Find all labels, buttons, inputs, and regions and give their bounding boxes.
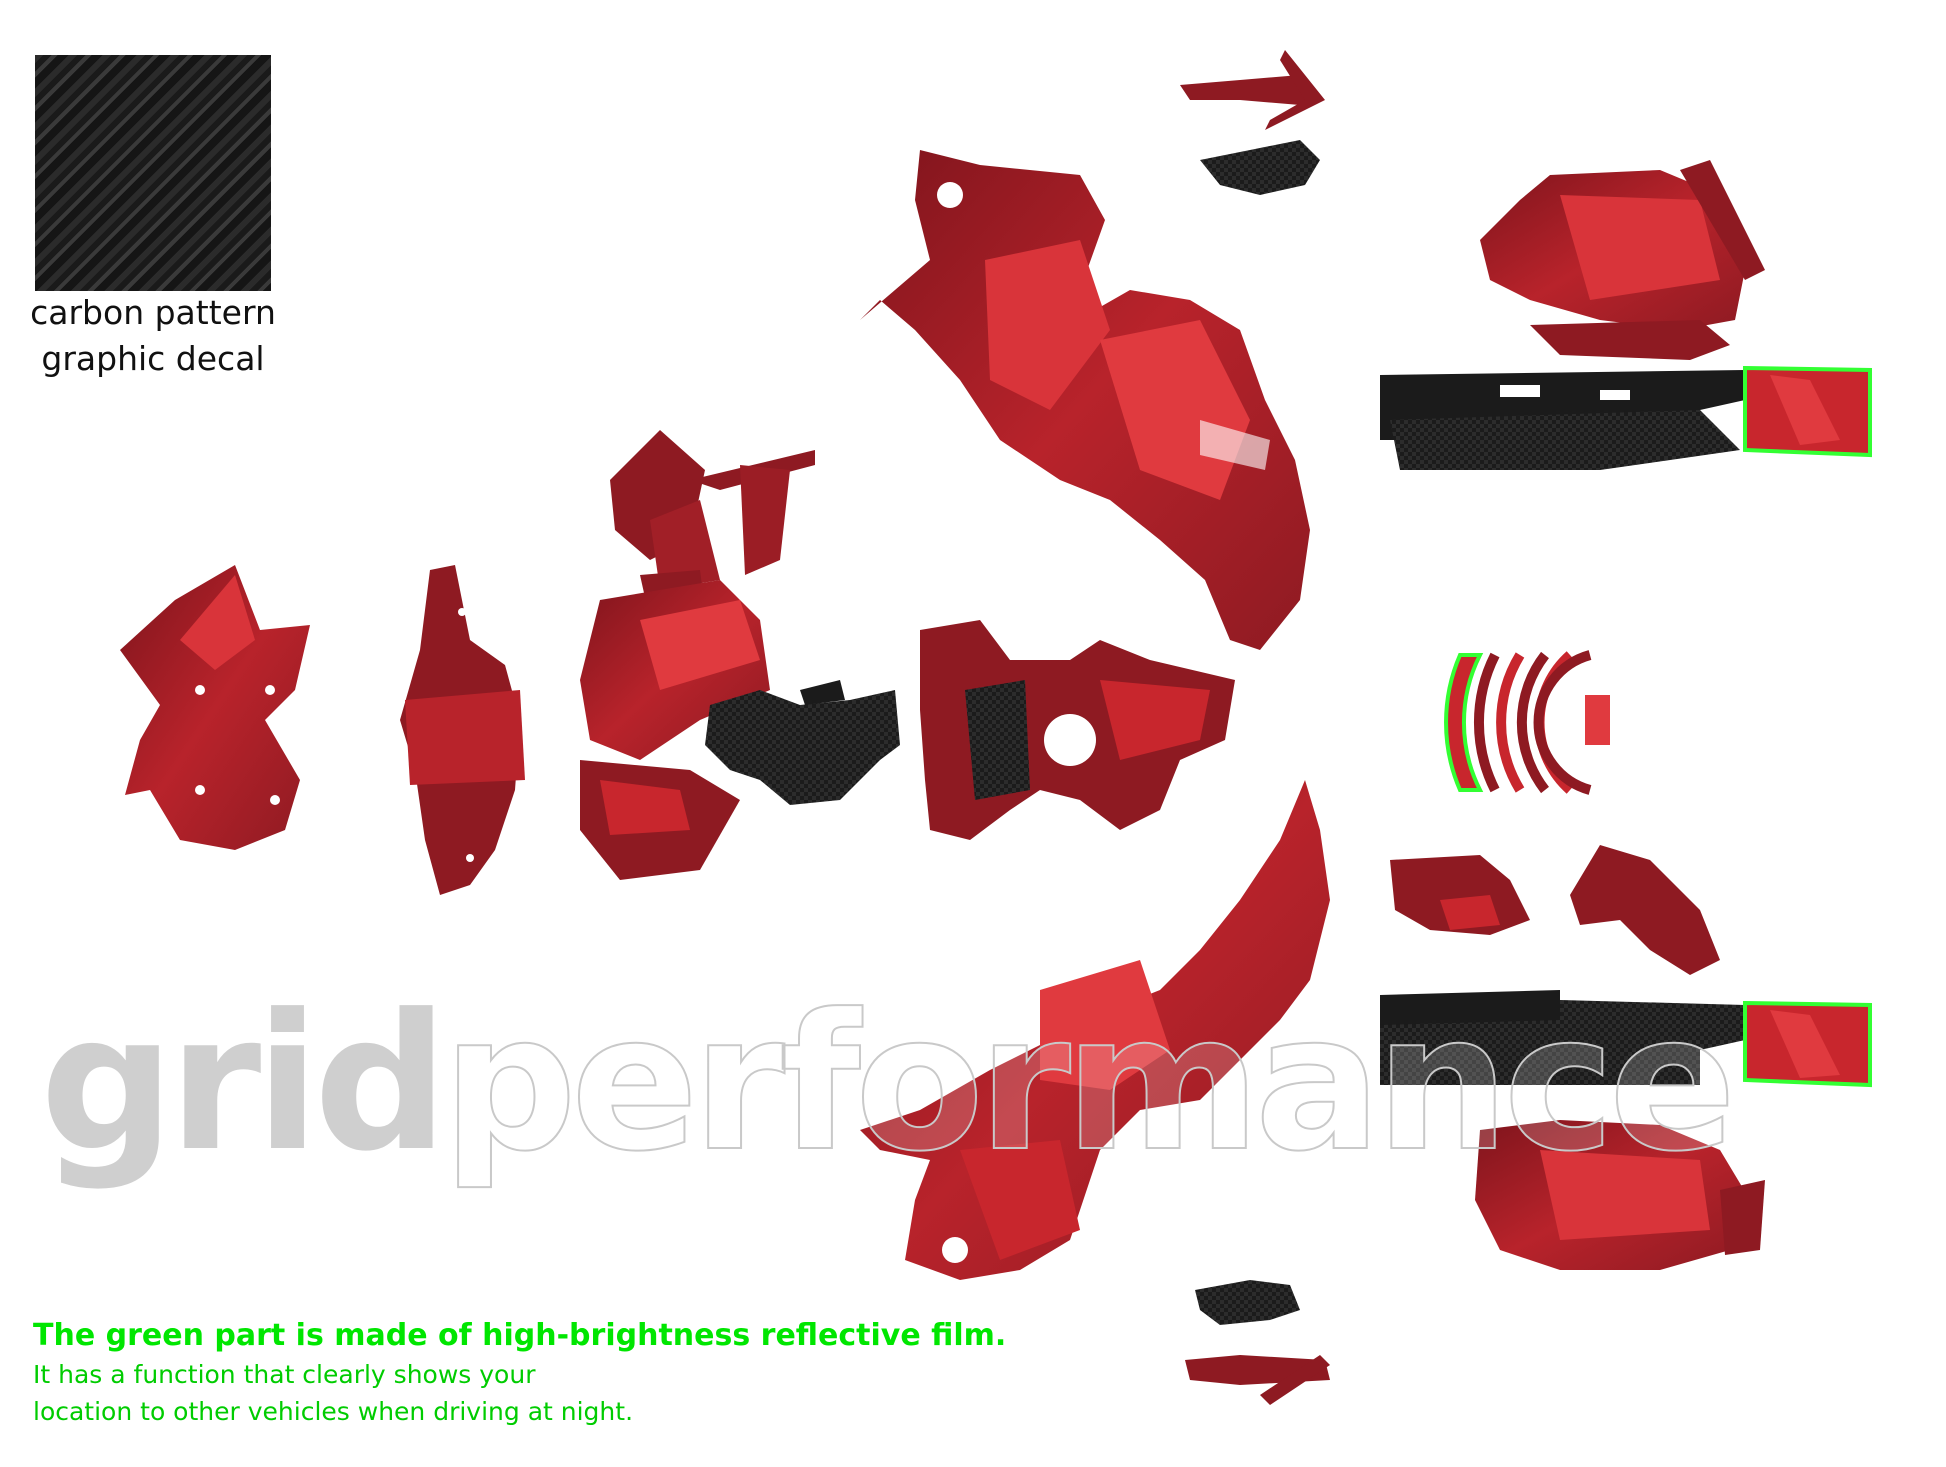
swatch-caption-line1: carbon pattern — [30, 293, 276, 332]
carbon-dash-decal — [705, 680, 900, 805]
windscreen-decal — [400, 565, 525, 895]
reflective-film-headline: The green part is made of high-brightnes… — [33, 1318, 1007, 1353]
bottom-small-emblem-decals — [1185, 1280, 1330, 1405]
watermark-performance-text: performance — [441, 974, 1737, 1193]
lower-side-fairing-decal — [860, 780, 1330, 1280]
swatch-caption-line2: graphic decal — [41, 339, 265, 378]
rim-stripe-decals — [1444, 650, 1610, 795]
watermark-grid-text: grid — [40, 974, 448, 1193]
top-small-emblem-decals — [1180, 50, 1325, 195]
brand-watermark: gridperformance — [40, 989, 1737, 1179]
lower-tail-decal — [1475, 1120, 1765, 1270]
front-fairing-decal — [120, 565, 310, 850]
upper-carbon-side-strip — [1380, 365, 1872, 470]
reflective-film-line1: It has a function that clearly shows you… — [33, 1360, 536, 1389]
reflective-film-line2: location to other vehicles when driving … — [33, 1397, 634, 1426]
carbon-pattern-swatch — [35, 55, 271, 291]
lower-right-panel-decals — [1390, 845, 1720, 975]
swatch-caption: carbon pattern graphic decal — [20, 290, 286, 382]
upper-tail-decal — [1480, 160, 1765, 360]
left-middle-fairing-decal — [580, 580, 770, 880]
upper-side-fairing-decal — [860, 150, 1310, 650]
lower-carbon-side-strip — [1380, 990, 1872, 1088]
tank-top-decal — [920, 620, 1235, 840]
